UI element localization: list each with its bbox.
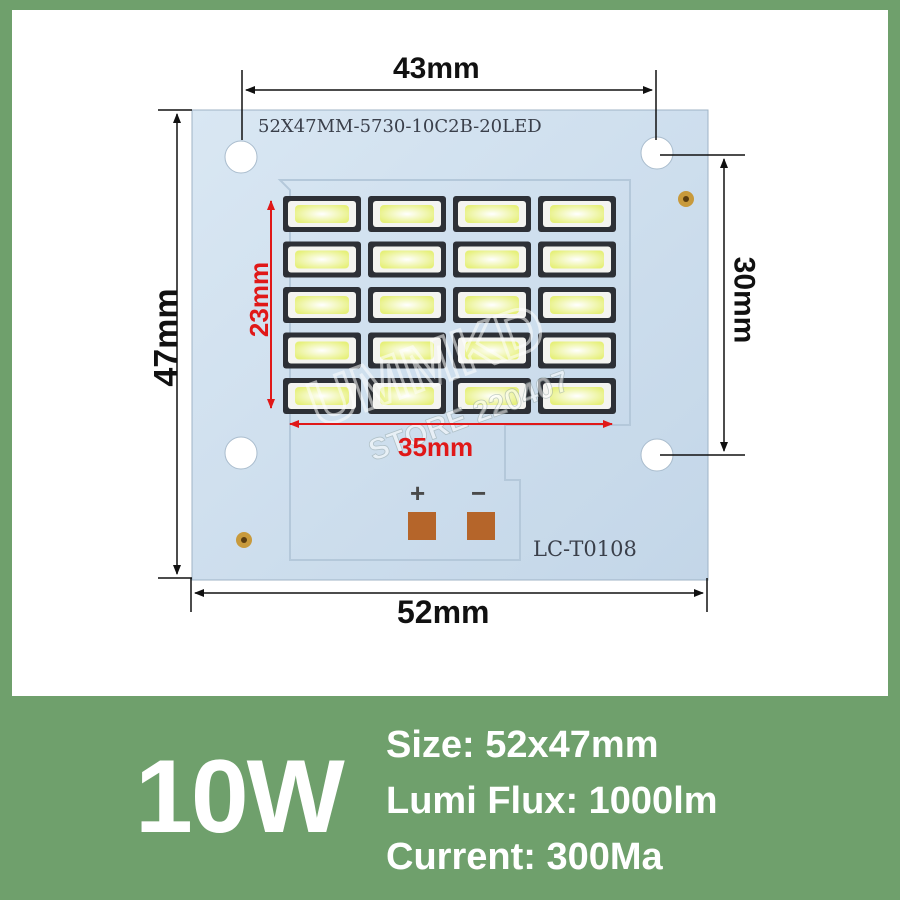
pcb-board <box>191 109 709 581</box>
led-chip <box>550 387 604 405</box>
led-grid <box>283 196 616 414</box>
dim-label-led-height: 23mm <box>244 261 275 338</box>
dim-label-bottom: 52mm <box>397 594 490 630</box>
led-chip <box>550 296 604 314</box>
spec-current: Current: 300Ma <box>386 836 663 878</box>
led-chip <box>295 341 349 360</box>
dim-label-top: 43mm <box>393 52 480 85</box>
pcb-model-text: 52X47MM-5730-10C2B-20LED <box>258 116 542 137</box>
mounting-hole <box>224 140 258 174</box>
solder-pad <box>683 196 689 202</box>
led-chip <box>465 296 519 314</box>
dim-label-left: 47mm <box>147 288 186 387</box>
led-chip <box>550 250 604 269</box>
dim-label-led-width: 35mm <box>398 432 474 462</box>
minus-terminal <box>467 512 495 540</box>
mounting-hole <box>640 136 674 170</box>
mounting-hole <box>224 436 258 470</box>
led-chip <box>465 387 519 405</box>
led-chip <box>380 296 434 314</box>
minus-label: − <box>471 478 487 508</box>
led-chip <box>550 205 604 223</box>
plus-label: + <box>410 478 426 508</box>
power-rating: 10W <box>135 739 345 855</box>
spec-lumi-flux: Lumi Flux: 1000lm <box>386 780 718 822</box>
led-chip <box>465 250 519 269</box>
dim-label-right: 30mm <box>727 256 761 344</box>
led-chip <box>380 250 434 269</box>
led-chip <box>295 387 349 405</box>
led-chip <box>380 387 434 405</box>
led-chip <box>295 296 349 314</box>
led-chip <box>465 205 519 223</box>
led-chip <box>380 341 434 360</box>
pcb-code-text: LC-T0108 <box>533 537 637 561</box>
led-chip <box>295 250 349 269</box>
trace-outline <box>277 179 631 561</box>
led-chip <box>380 205 434 223</box>
plus-terminal <box>408 512 436 540</box>
led-chip <box>295 205 349 223</box>
led-chip <box>465 341 519 360</box>
solder-pad <box>241 537 247 543</box>
led-chip <box>550 341 604 360</box>
spec-size: Size: 52x47mm <box>386 724 659 766</box>
